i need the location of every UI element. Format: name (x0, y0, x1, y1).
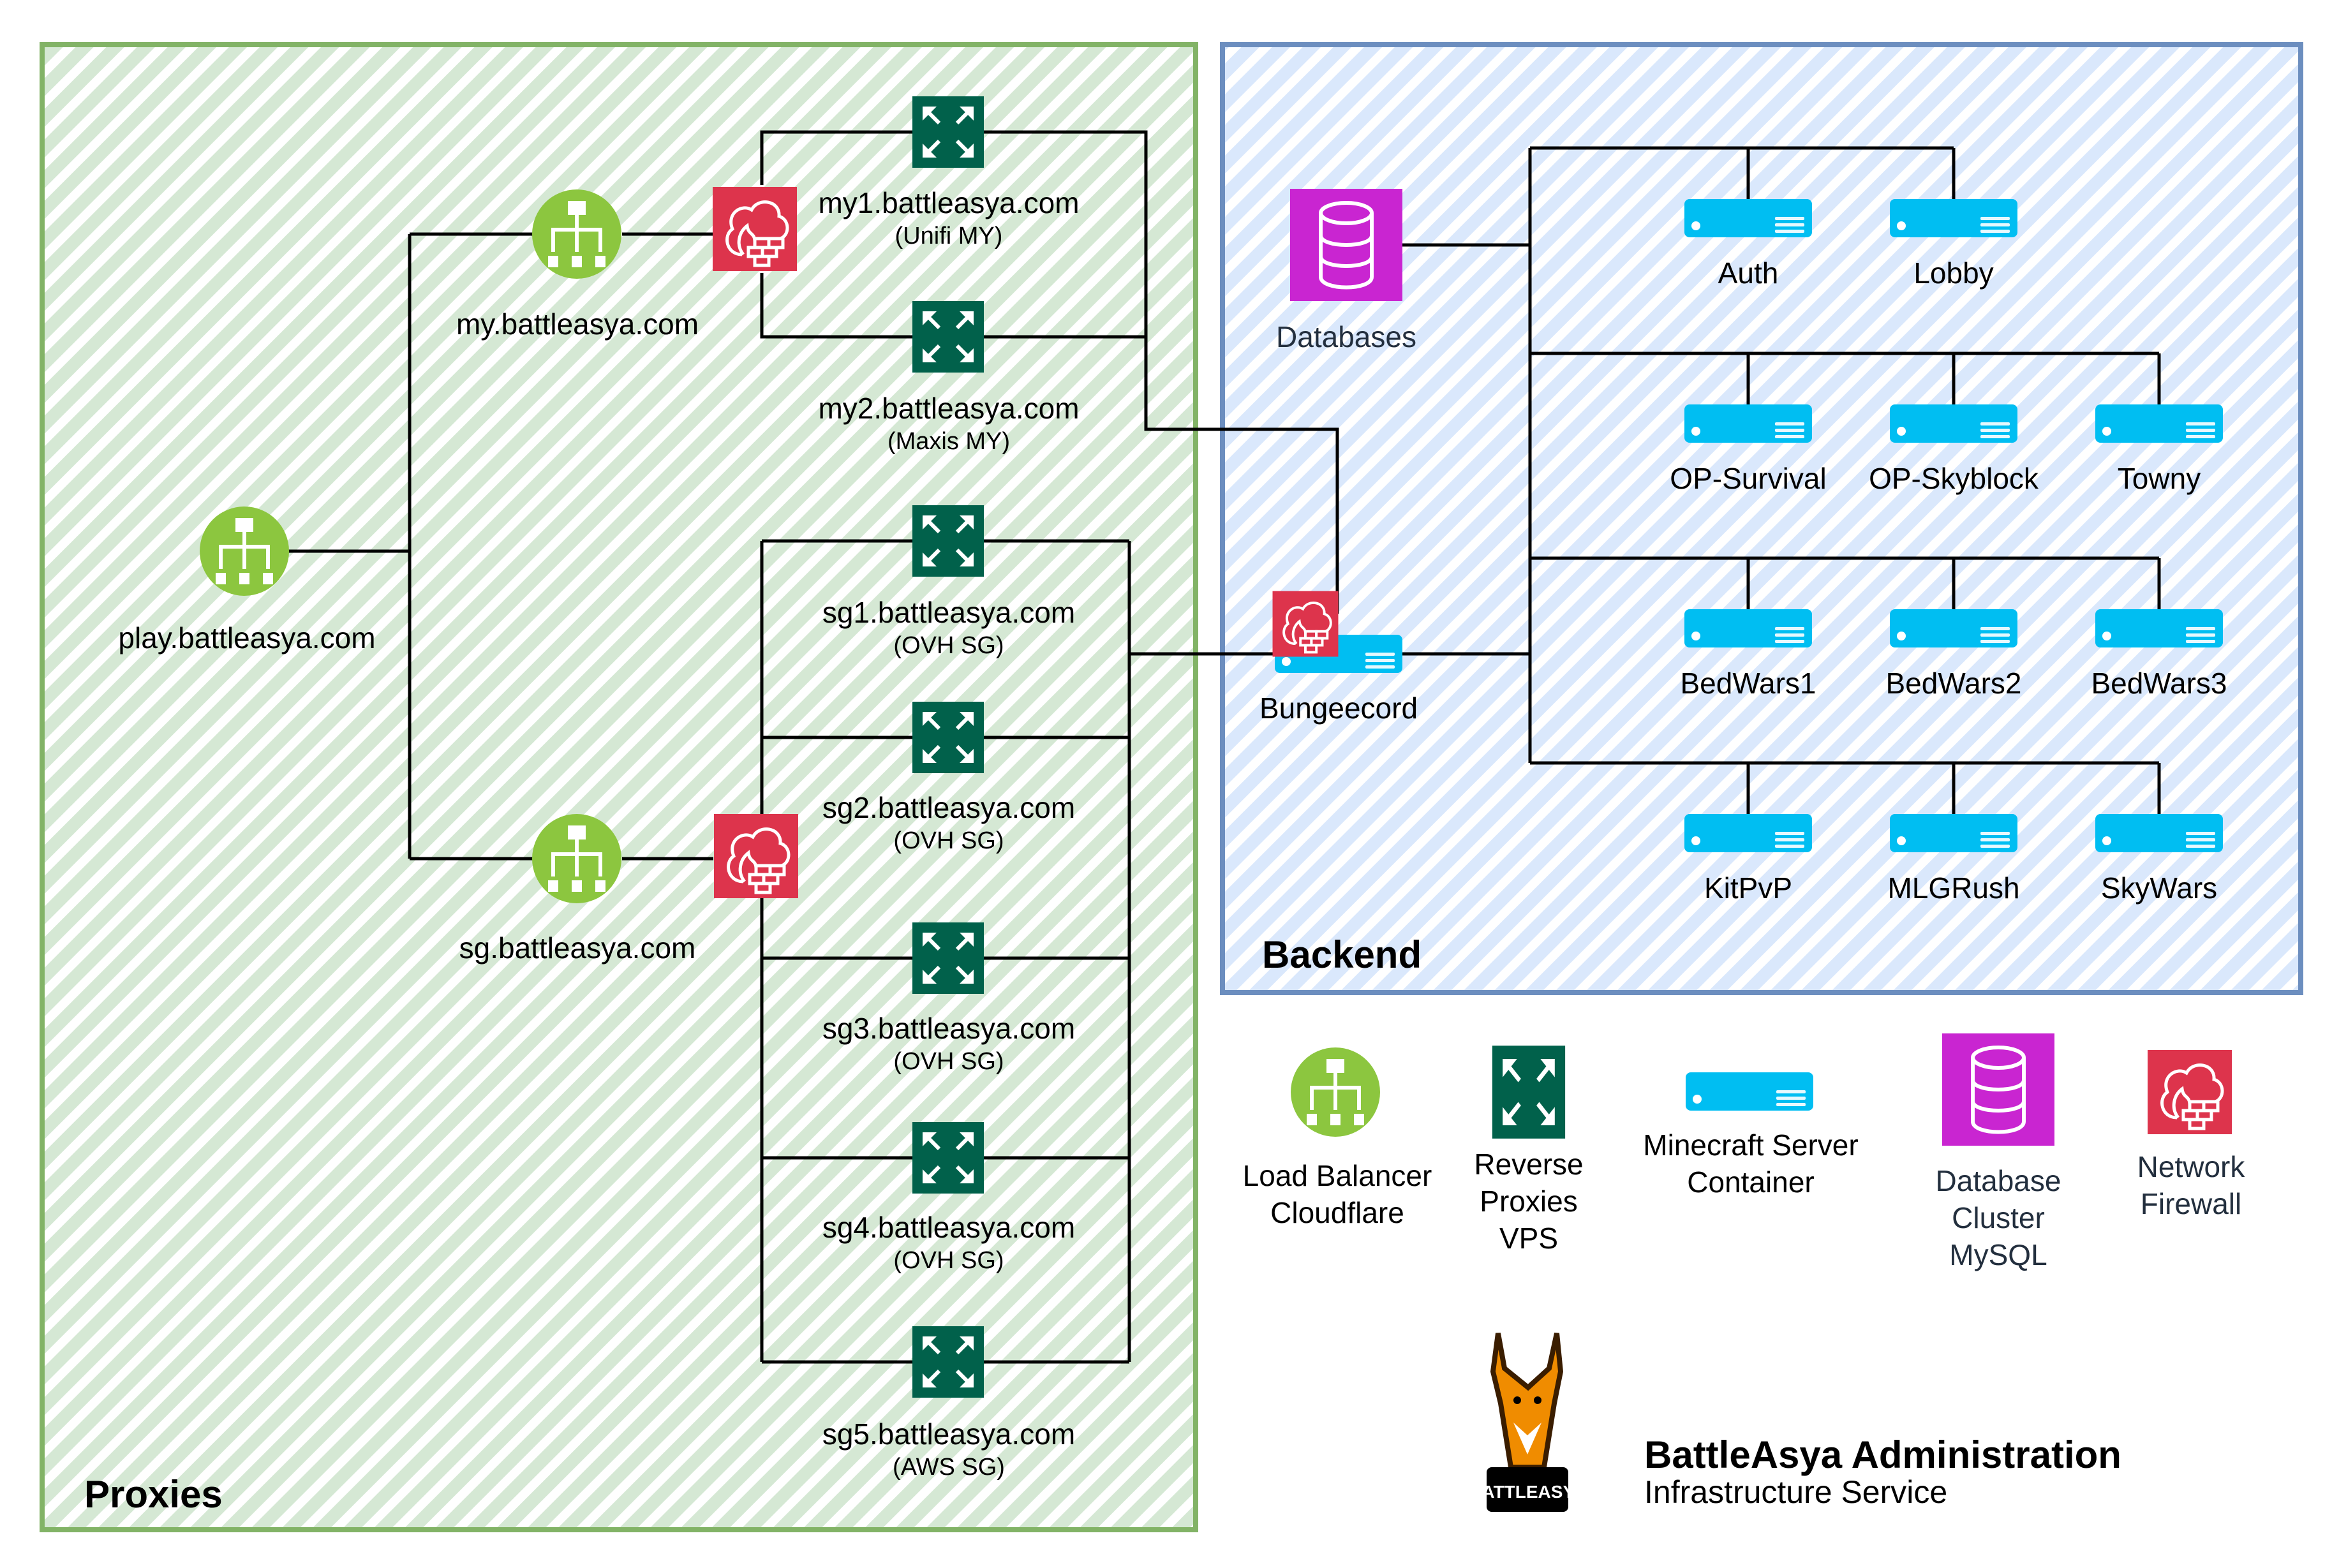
reverse-proxy-icon[interactable] (912, 96, 984, 168)
server-label: Lobby (1913, 256, 1994, 290)
server-label: Auth (1718, 256, 1779, 290)
node-label-my: my.battleasya.com (456, 307, 699, 341)
server-icon[interactable] (1684, 404, 1812, 443)
proxy-label: sg5.battleasya.com(AWS SG) (822, 1417, 1076, 1481)
server-icon[interactable] (2095, 404, 2223, 443)
brand-subtitle: Infrastructure Service (1644, 1474, 1948, 1510)
reverse-proxy-icon[interactable] (912, 922, 984, 994)
reverse-proxy-icon[interactable] (912, 301, 984, 373)
reverse-proxy-icon[interactable] (912, 505, 984, 577)
edge-fw-my2 (760, 273, 912, 339)
load-balancer-icon[interactable] (532, 189, 621, 279)
connection-lines (287, 130, 2161, 1364)
battleasya-logo: BATTLEASYA (1469, 1333, 1586, 1512)
reverse-proxy-icon[interactable] (912, 702, 984, 773)
server-label: MLGRush (1887, 871, 2020, 905)
node-label-databases: Databases (1276, 320, 1416, 353)
proxy-label: sg4.battleasya.com(OVH SG) (822, 1211, 1076, 1274)
server-icon[interactable] (1684, 199, 1812, 237)
server-label: OP-Survival (1670, 462, 1827, 495)
load-balancer-icon (1291, 1047, 1380, 1137)
proxy-label: sg1.battleasya.com(OVH SG) (822, 596, 1076, 659)
server-label: BedWars2 (1885, 667, 2022, 700)
edge-fw-my1 (760, 130, 912, 185)
server-icon[interactable] (1890, 609, 2017, 647)
database-icon[interactable] (1290, 189, 1402, 301)
reverse-proxy-icon[interactable] (912, 1122, 984, 1194)
proxy-label: sg2.battleasya.com(OVH SG) (822, 791, 1076, 854)
legend-label: Minecraft Server Container (1643, 1128, 1859, 1199)
server-label: BedWars1 (1680, 667, 1816, 700)
legend-label: Reverse Proxies VPS (1474, 1148, 1584, 1255)
logo-text: BATTLEASYA (1469, 1482, 1586, 1502)
proxy-label: my2.battleasya.com(Maxis MY) (818, 392, 1080, 455)
firewall-icon[interactable] (1271, 589, 1340, 658)
group-title-backend: Backend (1262, 933, 1422, 976)
edge-my-to-bungee (984, 130, 1339, 614)
firewall-icon[interactable] (714, 814, 798, 898)
group-title-proxies: Proxies (84, 1473, 223, 1516)
load-balancer-icon[interactable] (200, 507, 289, 596)
node-label-bungeecord: Bungeecord (1259, 692, 1418, 725)
node-label-play: play.battleasya.com (118, 621, 376, 655)
proxy-label: sg3.battleasya.com(OVH SG) (822, 1012, 1076, 1075)
server-label: KitPvP (1704, 871, 1793, 905)
server-icon[interactable] (2095, 609, 2223, 647)
server-icon (1686, 1072, 1813, 1111)
server-label: SkyWars (2100, 871, 2218, 905)
server-icon[interactable] (1684, 814, 1812, 852)
reverse-proxy-icon (1492, 1046, 1565, 1139)
legend-label: Load Balancer Cloudflare (1242, 1159, 1432, 1229)
firewall-icon (2148, 1050, 2232, 1134)
server-icon[interactable] (1684, 609, 1812, 647)
server-icon[interactable] (1890, 814, 2017, 852)
reverse-proxy-icon[interactable] (912, 1326, 984, 1398)
brand-title: BattleAsya Administration (1644, 1433, 2121, 1476)
server-icon[interactable] (2095, 814, 2223, 852)
server-label: OP-Skyblock (1869, 462, 2039, 495)
server-icon[interactable] (1890, 199, 2017, 237)
node-label-sg: sg.battleasya.com (459, 931, 696, 965)
server-label: Towny (2117, 462, 2201, 495)
legend-label: Database Cluster MySQL (1935, 1164, 2061, 1271)
server-icon[interactable] (1890, 404, 2017, 443)
firewall-icon[interactable] (713, 187, 797, 271)
proxies-group (40, 42, 1198, 1532)
database-icon (1942, 1033, 2054, 1146)
load-balancer-icon[interactable] (532, 814, 621, 903)
server-label: BedWars3 (2091, 667, 2227, 700)
legend-label: Network Firewall (2137, 1150, 2245, 1220)
proxy-label: my1.battleasya.com(Unifi MY) (818, 186, 1080, 249)
